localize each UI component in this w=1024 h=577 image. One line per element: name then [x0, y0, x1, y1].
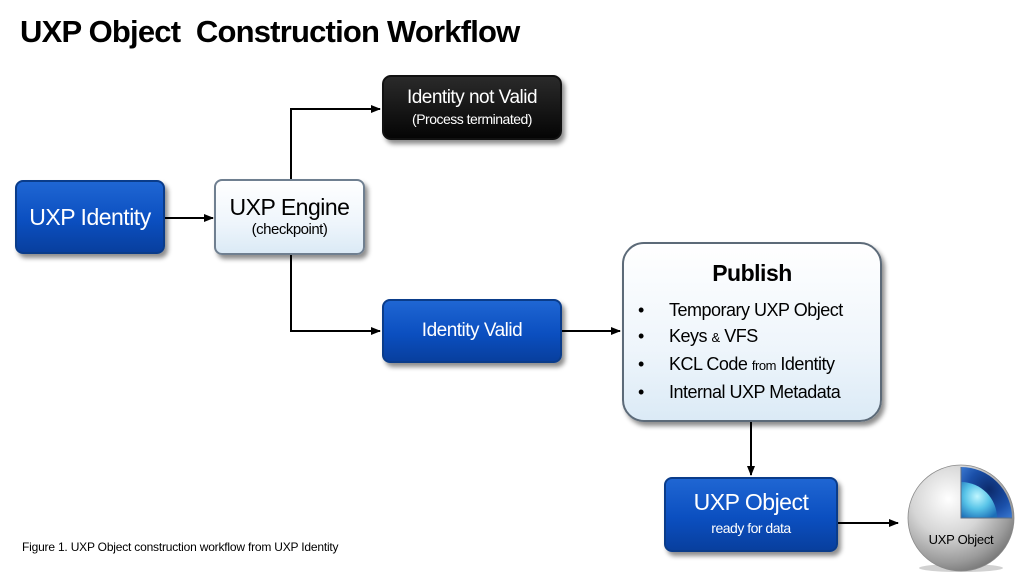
bullet-icon: •: [638, 326, 644, 346]
uxp-identity-node: UXP Identity: [15, 180, 165, 254]
uxp-object-sublabel: ready for data: [711, 520, 791, 536]
publish-item-text: Internal UXP Metadata: [669, 382, 841, 402]
uxp-object-sphere: UXP Object: [902, 460, 1020, 572]
publish-item-text: Identity: [780, 354, 835, 374]
uxp-identity-label: UXP Identity: [29, 203, 151, 230]
arrow-engine-to-not-valid: [290, 105, 381, 179]
bullet-icon: •: [638, 300, 644, 320]
uxp-engine-node: UXP Engine (checkpoint): [214, 179, 365, 255]
publish-item: • Internal UXP Metadata: [638, 379, 843, 405]
publish-node: Publish • Temporary UXP Object • Keys & VF…: [622, 242, 882, 422]
identity-valid-node: Identity Valid: [382, 299, 562, 363]
publish-list: • Temporary UXP Object • Keys & VFS • KCL C…: [624, 297, 843, 405]
bullet-icon: •: [638, 354, 644, 374]
identity-not-valid-label: Identity not Valid: [406, 86, 538, 108]
sphere-label: UXP Object: [928, 532, 994, 547]
uxp-engine-sublabel: (checkpoint): [251, 221, 328, 238]
uxp-engine-label: UXP Engine: [229, 194, 350, 220]
cutaway-sphere-icon: [907, 464, 1015, 572]
figure-caption: Figure 1. UXP Object construction workfl…: [22, 540, 339, 554]
identity-valid-label: Identity Valid: [421, 320, 523, 341]
publish-item-text: Keys: [669, 326, 708, 346]
uxp-object-label: UXP Object: [693, 489, 809, 515]
publish-item-text: Temporary UXP Object: [669, 300, 843, 320]
publish-item: • KCL Code from Identity: [638, 351, 843, 379]
publish-item-connector: &: [711, 330, 721, 345]
publish-item-connector: from: [751, 358, 777, 373]
arrow-engine-to-valid: [290, 255, 381, 335]
publish-item: • Keys & VFS: [638, 323, 843, 351]
publish-item-text: VFS: [724, 326, 758, 346]
publish-item: • Temporary UXP Object: [638, 297, 843, 323]
publish-heading: Publish: [712, 260, 792, 286]
uxp-object-node: UXP Object ready for data: [664, 477, 838, 552]
bullet-icon: •: [638, 382, 644, 402]
identity-not-valid-sublabel: (Process terminated): [412, 110, 532, 127]
publish-item-text: KCL Code: [669, 354, 748, 374]
page-title: UXP Object Construction Workflow: [20, 14, 520, 49]
identity-not-valid-node: Identity not Valid (Process terminated): [382, 75, 562, 140]
